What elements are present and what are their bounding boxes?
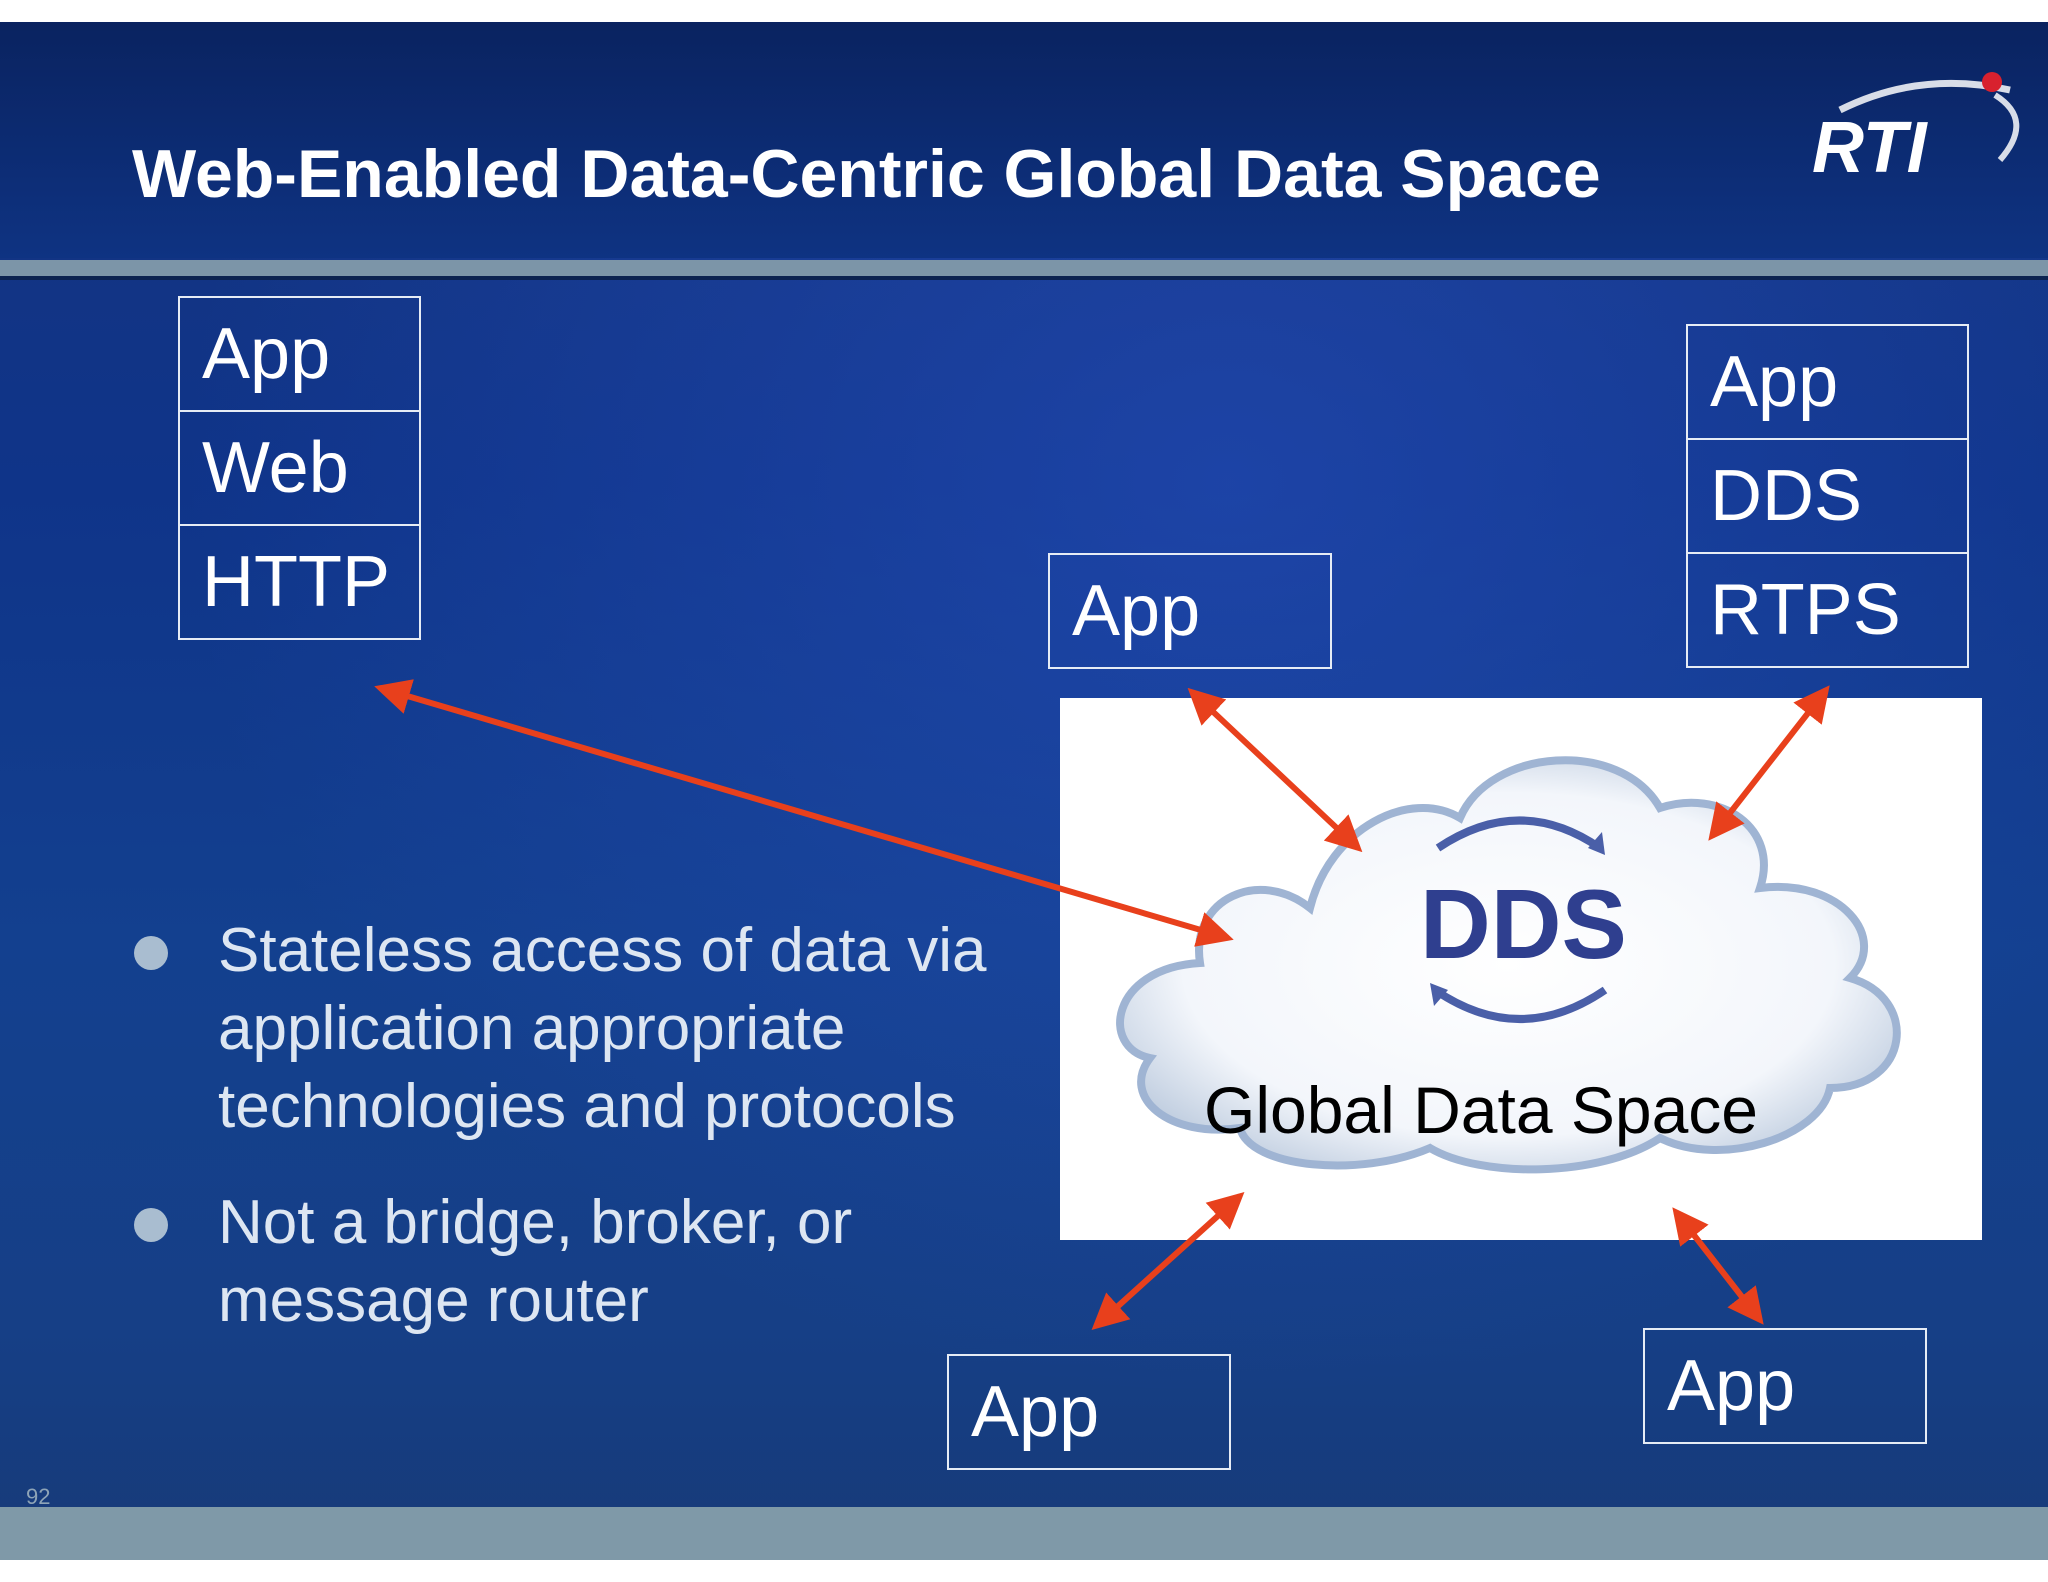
footer-band <box>0 1507 2048 1560</box>
dds-arc-bottom <box>1432 986 1608 1023</box>
cloud-icon: DDS <box>1116 756 1901 1174</box>
dds-arc-top-arrowhead <box>1588 832 1605 855</box>
dds-arc-top <box>1435 816 1603 852</box>
web-stack-app: App <box>178 296 421 412</box>
dds-logo-text: DDS <box>1420 869 1627 979</box>
bullet-dot-icon <box>134 936 168 970</box>
bullet-item: Not a bridge, broker, or message router <box>130 1184 1090 1340</box>
page-number: 92 <box>26 1484 51 1509</box>
rti-logo: RTI <box>1812 72 2020 188</box>
header-divider-shadow <box>0 276 2048 280</box>
bullet-text: Not a bridge, broker, or message router <box>218 1188 853 1335</box>
web-stack-http: HTTP <box>178 524 421 640</box>
dds-arc-bottom-arrowhead <box>1430 983 1448 1006</box>
bullet-text: Stateless access of data via application… <box>218 916 987 1141</box>
bullet-item: Stateless access of data via application… <box>130 912 1090 1146</box>
cloud-shape <box>1116 756 1901 1174</box>
slide-title: Web-Enabled Data-Centric Global Data Spa… <box>132 136 1601 212</box>
cloud-label: Global Data Space <box>1204 1073 1759 1147</box>
dds-stack-rtps: RTPS <box>1686 552 1969 668</box>
app-box-top: App <box>1048 553 1332 669</box>
dds-stack-app: App <box>1686 324 1969 440</box>
bullet-dot-icon <box>134 1208 168 1242</box>
bullet-list: Stateless access of data via application… <box>130 912 1090 1378</box>
app-box-bottom-left: App <box>947 1354 1231 1470</box>
logo-text: RTI <box>1812 108 1929 188</box>
header-band <box>0 22 2048 258</box>
dds-stack-dds: DDS <box>1686 438 1969 554</box>
header-divider <box>0 260 2048 276</box>
global-data-space-panel: DDS Global Data Space <box>1060 698 1982 1240</box>
web-stack-web: Web <box>178 410 421 526</box>
app-box-bottom-right: App <box>1643 1328 1927 1444</box>
logo-dot-icon <box>1982 72 2002 92</box>
